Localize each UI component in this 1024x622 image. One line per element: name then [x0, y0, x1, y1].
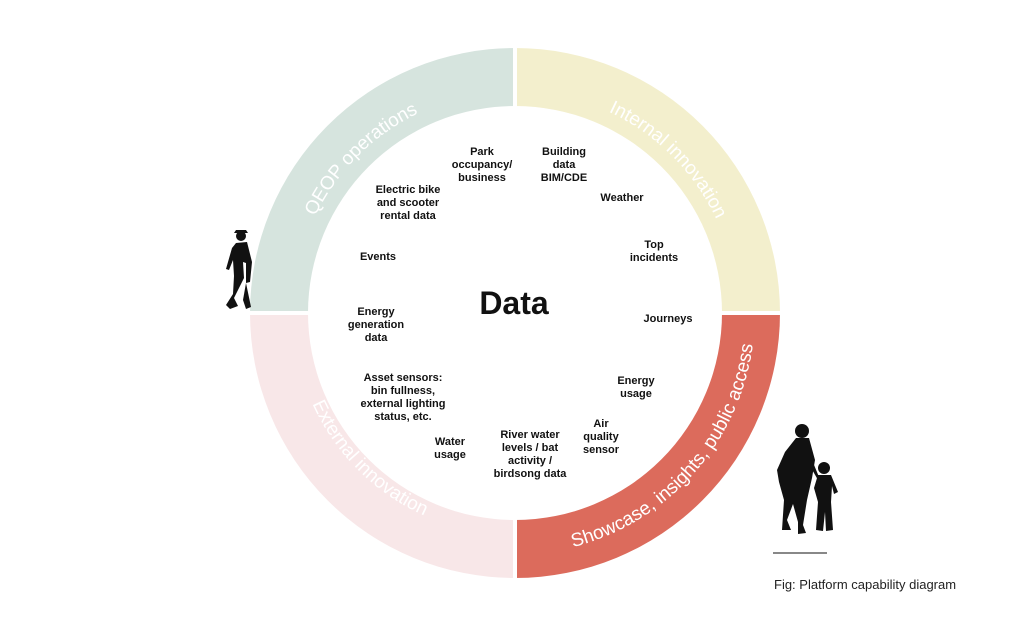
- data-item: Events: [360, 251, 396, 263]
- data-item-line: Energy: [357, 306, 395, 318]
- data-item-line: status, etc.: [374, 411, 431, 423]
- data-item-line: Events: [360, 251, 396, 263]
- woman-and-child-silhouette-icon: [777, 424, 838, 534]
- figure-caption: Fig: Platform capability diagram: [774, 577, 956, 592]
- data-item-line: BIM/CDE: [541, 172, 587, 184]
- data-item-line: Energy: [617, 375, 655, 387]
- data-item-line: activity /: [508, 455, 552, 467]
- walking-man-silhouette-icon: [226, 230, 252, 309]
- data-item-line: Asset sensors:: [364, 372, 443, 384]
- data-item-line: Water: [435, 436, 466, 448]
- data-item-line: sensor: [583, 444, 620, 456]
- data-item-line: River water: [500, 429, 560, 441]
- data-item-line: usage: [434, 449, 466, 461]
- data-item-line: Journeys: [644, 313, 693, 325]
- data-item-line: and scooter: [377, 197, 440, 209]
- data-item-line: rental data: [380, 210, 437, 222]
- data-item-line: generation: [348, 319, 405, 331]
- inner-disc: [308, 106, 722, 520]
- data-item-line: external lighting: [361, 398, 446, 410]
- data-item-line: data: [553, 159, 577, 171]
- data-item: Weather: [600, 192, 644, 204]
- data-item-line: Air: [593, 418, 609, 430]
- data-item: Asset sensors:bin fullness,external ligh…: [361, 372, 446, 423]
- data-item: Journeys: [644, 313, 693, 325]
- center-label: Data: [479, 285, 549, 321]
- data-item-line: Weather: [600, 192, 644, 204]
- data-item-line: Building: [542, 146, 586, 158]
- data-item-line: business: [458, 172, 506, 184]
- data-item-line: birdsong data: [494, 468, 568, 480]
- data-item-line: Top: [644, 239, 664, 251]
- data-item-line: Electric bike: [376, 184, 441, 196]
- data-item-line: incidents: [630, 252, 678, 264]
- data-item-line: bin fullness,: [371, 385, 435, 397]
- data-item-line: data: [365, 332, 389, 344]
- data-item-line: levels / bat: [502, 442, 559, 454]
- data-item-line: Park: [470, 146, 495, 158]
- data-item-line: usage: [620, 388, 652, 400]
- data-item-line: quality: [583, 431, 619, 443]
- data-item-line: occupancy/: [452, 159, 513, 171]
